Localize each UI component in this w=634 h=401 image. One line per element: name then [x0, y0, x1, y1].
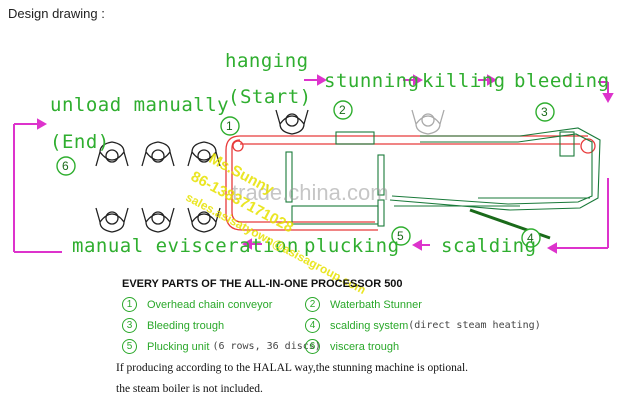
stage-start: (Start)	[228, 86, 312, 108]
worker-killing	[411, 109, 445, 135]
note-boiler: the steam boiler is not included.	[116, 383, 263, 395]
stunner-box	[335, 131, 375, 145]
stage-end: (End)	[50, 131, 110, 153]
worker-hanging	[275, 109, 309, 135]
marker-2: 2	[333, 100, 353, 120]
worker-figures	[95, 109, 445, 233]
watermark-site: trade.china.com	[232, 180, 389, 205]
marker-3: 3	[535, 102, 555, 122]
number-markers: 1 2 3 4 5 6	[56, 100, 555, 248]
svg-text:5: 5	[397, 229, 404, 243]
marker-5: 5	[391, 226, 411, 246]
flow-arrows	[13, 74, 614, 254]
marker-6: 6	[56, 156, 76, 176]
workers-bottom-row	[95, 207, 221, 233]
workers-top-row	[95, 141, 221, 167]
svg-text:6: 6	[62, 159, 69, 173]
svg-text:2: 2	[339, 103, 346, 117]
stage-hanging: hanging	[225, 50, 309, 72]
svg-text:4: 4	[527, 231, 534, 245]
stage-plucking: plucking	[304, 235, 400, 257]
legend-title: EVERY PARTS OF THE ALL-IN-ONE PROCESSOR …	[122, 278, 403, 290]
stage-stunning: stunning	[324, 70, 420, 92]
stage-unload: unload manually	[50, 94, 230, 116]
page-title: Design drawing :	[8, 6, 105, 21]
svg-text:1: 1	[226, 119, 233, 133]
svg-text:3: 3	[541, 105, 548, 119]
stage-evisceration: manual evisceration	[72, 235, 299, 257]
marker-4: 4	[521, 228, 541, 248]
processing-line-diagram: 1 2 3 4 5 6	[13, 74, 614, 254]
machines	[285, 127, 601, 240]
note-halal: If producing according to the HALAL way,…	[116, 362, 469, 374]
stage-scalding: scalding	[441, 235, 537, 257]
stage-bleeding: bleeding	[514, 70, 610, 92]
stage-killing: killing	[422, 70, 506, 92]
marker-1: 1	[220, 116, 240, 136]
